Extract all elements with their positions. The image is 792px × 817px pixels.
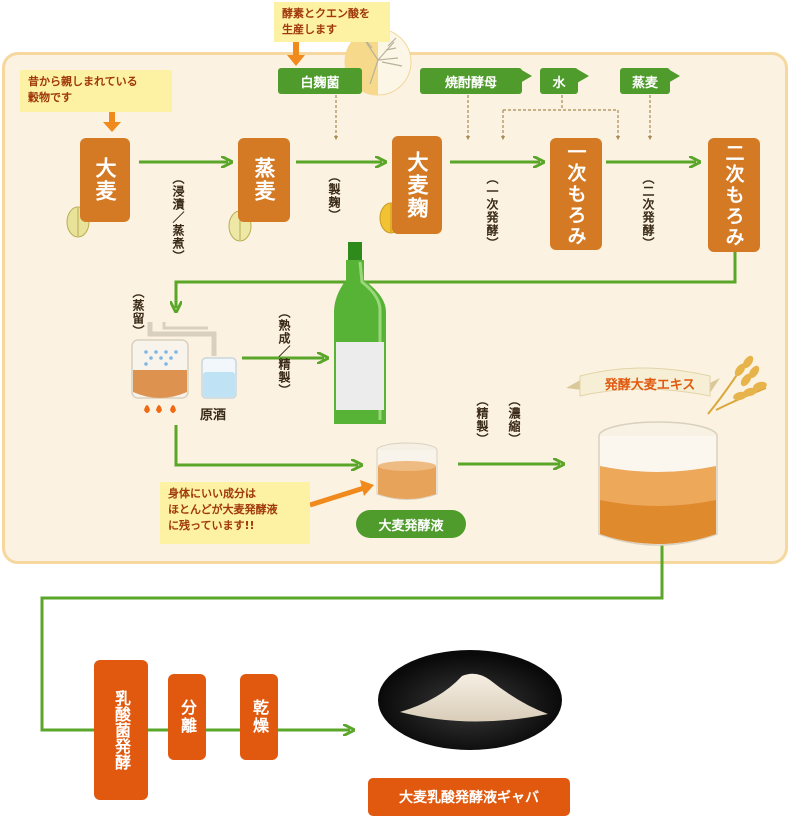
label-refine: （精製） bbox=[475, 394, 489, 446]
pill-water: 水 bbox=[540, 68, 578, 94]
raw-spirit-label: 原酒 bbox=[200, 408, 227, 423]
extract-ribbon bbox=[566, 367, 720, 397]
label-mature-refine: （熟成／精製） bbox=[277, 306, 291, 397]
label-distill: （蒸留） bbox=[131, 286, 145, 338]
stage-barley: 大麦 bbox=[80, 138, 130, 222]
step-lactic-ferment: 乳酸菌発酵 bbox=[94, 660, 148, 800]
note-yeast: 酵素とクエン酸を 生産します bbox=[274, 2, 390, 42]
stage-steamed: 蒸麦 bbox=[238, 138, 290, 222]
note-barley: 昔から親しまれている 穀物です bbox=[20, 70, 172, 112]
pill-steamed-barley: 蒸麦 bbox=[620, 68, 670, 94]
wheat-icon bbox=[707, 355, 767, 415]
shochu-bottle-icon bbox=[334, 242, 386, 424]
step-separate: 分離 bbox=[168, 674, 206, 760]
ribbon-text: 発酵大麦エキス bbox=[604, 378, 696, 393]
label-concentrate: （濃縮） bbox=[507, 394, 521, 446]
label-first-ferment: （一次発酵） bbox=[485, 172, 499, 250]
step-dry: 乾燥 bbox=[240, 674, 278, 760]
stage-barley-koji: 大麦麹 bbox=[392, 136, 442, 234]
pill-shochu-yeast: 焼酎酵母 bbox=[420, 68, 522, 94]
gaba-powder-image bbox=[378, 650, 562, 750]
raw-spirit-glass-icon bbox=[201, 357, 237, 399]
label-second-ferment: （二次発酵） bbox=[641, 172, 655, 250]
ferment-liquid-glass-icon bbox=[376, 442, 438, 500]
ferment-liquid-badge: 大麦発酵液 bbox=[356, 510, 466, 538]
distiller-icon bbox=[131, 322, 217, 413]
label-soak-steam: （浸漬／蒸煮） bbox=[171, 172, 185, 263]
barley-extract-glass-icon bbox=[598, 421, 718, 546]
final-product-label: 大麦乳酸発酵液ギャバ bbox=[368, 778, 570, 816]
label-koji-making: （製麹） bbox=[327, 170, 341, 222]
stage-first-moromi: 一次もろみ bbox=[550, 138, 602, 250]
stage-second-moromi: 二次もろみ bbox=[708, 138, 760, 252]
pill-koji-mold: 白麹菌 bbox=[278, 68, 362, 94]
note-nutrients: 身体にいい成分は ほとんどが大麦発酵液 に残っています!! bbox=[160, 482, 310, 544]
